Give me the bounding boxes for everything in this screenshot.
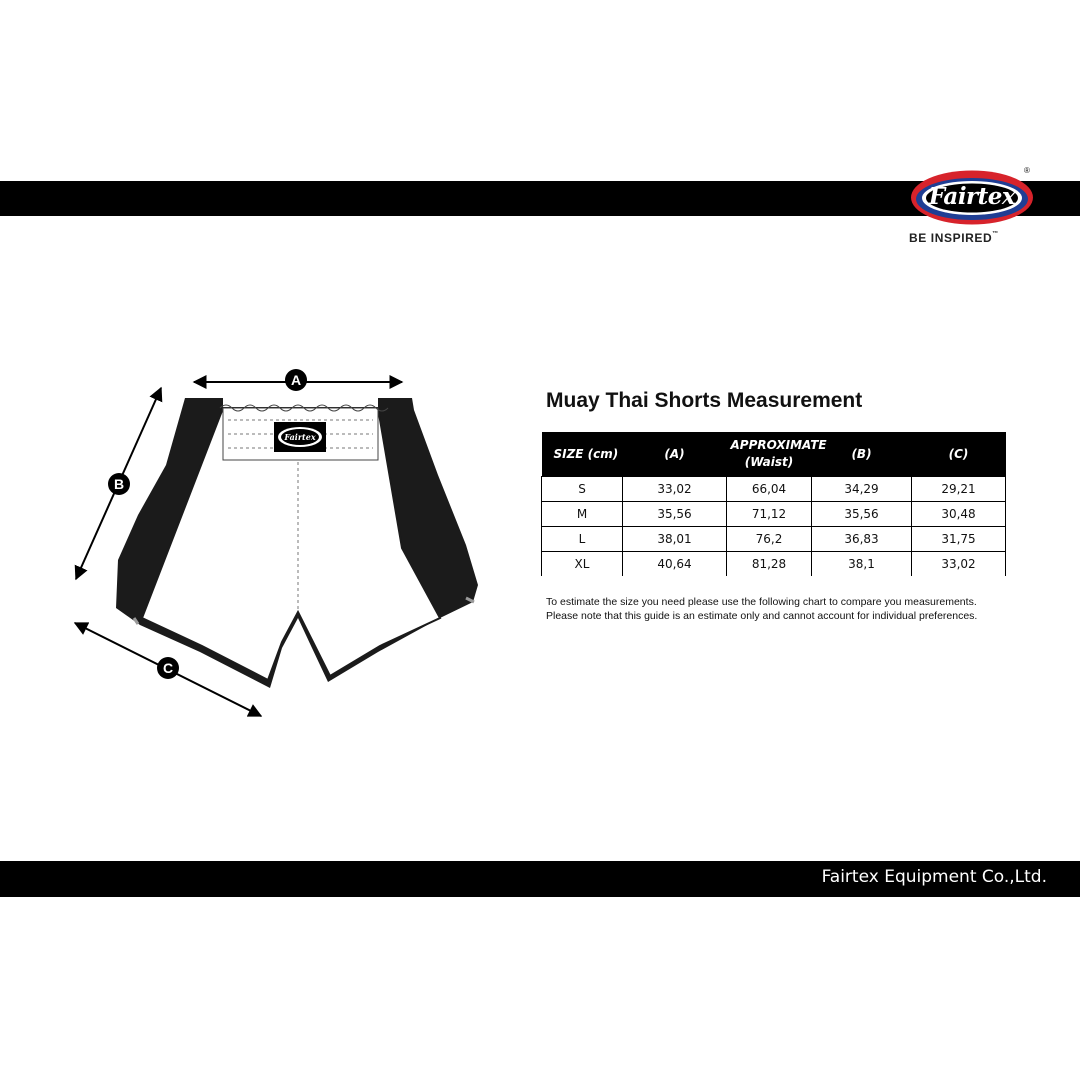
table-row: M 35,56 71,12 35,56 30,48	[541, 501, 1006, 527]
cell-c: 30,48	[911, 501, 1006, 527]
registered-mark: ®	[1024, 166, 1030, 175]
table-row: L 38,01 76,2 36,83 31,75	[541, 526, 1006, 552]
header-approx-line2: (Waist)	[744, 455, 794, 469]
header-size: SIZE (cm)	[541, 432, 623, 477]
header-approx-line1: APPROXIMATE	[730, 438, 827, 452]
cell-c: 29,21	[911, 476, 1006, 502]
note-line-2: Please note that this guide is an estima…	[546, 610, 978, 622]
cell-a: 40,64	[622, 551, 727, 576]
label-a-marker: A	[285, 369, 307, 391]
logo-tagline: BE INSPIRED™	[909, 231, 999, 245]
cell-waist: 66,04	[726, 476, 812, 502]
header-b: (B)	[811, 432, 912, 477]
cell-waist: 81,28	[726, 551, 812, 576]
note-line-1: To estimate the size you need please use…	[546, 596, 977, 608]
tagline-text: BE INSPIRED	[909, 231, 993, 245]
company-name: Fairtex Equipment Co.,Ltd.	[821, 867, 1047, 887]
shorts-illustration: Fairtex	[73, 375, 478, 717]
cell-c: 33,02	[911, 551, 1006, 576]
bottom-band: Fairtex Equipment Co.,Ltd.	[0, 861, 1080, 897]
cell-a: 33,02	[622, 476, 727, 502]
waistband-logo-text: Fairtex	[283, 432, 315, 442]
cell-a: 38,01	[622, 526, 727, 552]
page-title: Muay Thai Shorts Measurement	[546, 389, 863, 412]
size-guide-note: To estimate the size you need please use…	[546, 595, 977, 623]
label-c-marker: C	[157, 657, 179, 679]
cell-waist: 76,2	[726, 526, 812, 552]
cell-c: 31,75	[911, 526, 1006, 552]
table-row: S 33,02 66,04 34,29 29,21	[541, 476, 1006, 502]
table-row: XL 40,64 81,28 38,1 33,02	[541, 551, 1006, 576]
header-a: (A)	[622, 432, 727, 477]
cell-b: 38,1	[811, 551, 912, 576]
size-table: SIZE (cm) (A) APPROXIMATE (Waist) (B) (C)…	[541, 432, 1006, 576]
logo-badge-icon	[911, 170, 1033, 225]
cell-waist: 71,12	[726, 501, 812, 527]
cell-b: 36,83	[811, 526, 912, 552]
cell-size: L	[541, 526, 623, 552]
cell-size: M	[541, 501, 623, 527]
cell-a: 35,56	[622, 501, 727, 527]
logo-wordmark: Fairtex	[928, 183, 1016, 210]
header-approximate: APPROXIMATE (Waist)	[726, 432, 827, 477]
label-b-marker: B	[108, 473, 130, 495]
header-c: (C)	[911, 432, 1006, 477]
cell-b: 35,56	[811, 501, 912, 527]
top-band	[0, 181, 1080, 216]
trademark-mark: ™	[992, 231, 999, 237]
shorts-diagram: Fairtex A B C	[60, 350, 500, 730]
cell-size: S	[541, 476, 623, 502]
table-header-row: SIZE (cm) (A) APPROXIMATE (Waist) (B) (C)	[541, 432, 1006, 477]
cell-size: XL	[541, 551, 623, 576]
fairtex-logo: Fairtex ® BE INSPIRED™	[905, 166, 1049, 250]
cell-b: 34,29	[811, 476, 912, 502]
